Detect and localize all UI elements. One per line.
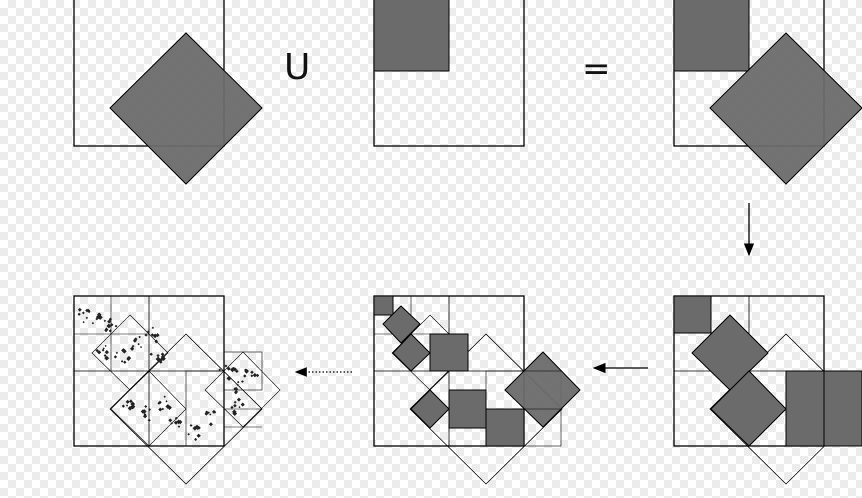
fractal-speck: [165, 404, 171, 409]
fractal-speck: [82, 320, 85, 324]
fractal-speck: [140, 409, 146, 414]
fractal-speck: [158, 407, 163, 412]
fractal-speck: [142, 414, 148, 419]
fractal-speck: [120, 360, 124, 363]
fractal-speck: [244, 368, 248, 372]
fractal-speck: [173, 420, 179, 425]
fractal-speck: [132, 338, 137, 343]
fractal-speck: [194, 437, 198, 441]
fractal-speck: [236, 383, 239, 386]
fractal-speck: [126, 355, 132, 361]
fractal-speck: [236, 380, 240, 384]
fractal-speck: [234, 390, 238, 394]
panel-diamond: [73, 0, 263, 185]
fractal-speck: [104, 328, 108, 333]
fractal-speck: [235, 369, 239, 374]
fractal-speck: [160, 352, 165, 357]
fractal-speck: [110, 323, 114, 327]
fractal-speck: [123, 360, 127, 364]
fractal-speck: [252, 372, 258, 378]
fractal-speck: [163, 395, 166, 398]
fractal-speck: [209, 413, 212, 416]
fractal-speck: [104, 349, 109, 355]
fractal-speck: [236, 397, 241, 402]
fractal-speck: [138, 335, 141, 339]
fractal-speck: [243, 374, 247, 378]
fractal-speck: [77, 307, 82, 312]
fractal-speck: [241, 380, 244, 383]
fractal-speck: [187, 432, 190, 436]
fractal-speck: [250, 370, 254, 374]
panel-fractal-limit: [73, 295, 281, 485]
fractal-speck: [104, 344, 107, 347]
fractal-speck: [103, 354, 107, 357]
fractal-speck: [250, 374, 254, 378]
fractal-speck: [144, 333, 148, 337]
fractal-speck: [240, 402, 245, 407]
fractal-speck: [196, 433, 201, 438]
fractal-speck: [129, 399, 133, 404]
fractal-speck: [77, 312, 81, 316]
fractal-speck: [102, 347, 105, 350]
fractal-speck: [156, 353, 160, 358]
panel-iteration-1: [673, 295, 862, 485]
fractal-speck: [204, 412, 209, 416]
fractal-speck: [85, 316, 89, 320]
fractal-speck: [226, 366, 231, 371]
fractal-speck: [125, 399, 130, 404]
equals-symbol: =: [582, 49, 611, 89]
fractal-speck: [130, 401, 136, 407]
fractal-speck: [218, 368, 221, 371]
fractal-speck: [233, 403, 237, 408]
fractal-speck: [137, 342, 140, 346]
fractal-speck: [226, 375, 232, 381]
panel-iteration-2: [373, 295, 581, 485]
fractal-speck: [177, 425, 181, 428]
fractal-speck: [154, 339, 159, 344]
fractal-speck: [168, 418, 173, 423]
fractal-speck: [113, 355, 118, 359]
fractal-speck: [224, 364, 228, 368]
fractal-speck: [152, 333, 158, 339]
fractal-speck: [230, 405, 234, 410]
fractal-speck: [147, 418, 151, 422]
fractal-speck: [161, 407, 165, 411]
fractal-speck: [151, 326, 155, 330]
fractal-speck: [125, 404, 129, 407]
fractal-speck: [174, 416, 178, 420]
fractal-speck: [170, 422, 173, 425]
fractal-speck: [149, 352, 153, 356]
union-symbol: U: [284, 47, 311, 88]
fractal-speck: [196, 425, 201, 430]
fractal-speck: [189, 424, 193, 427]
panel-small-square: [373, 0, 525, 147]
fractal-speck: [115, 351, 119, 355]
fractal-speck: [108, 329, 112, 333]
fractal-speck: [144, 404, 148, 409]
fractal-speck: [91, 321, 95, 325]
fractal-speck: [192, 425, 198, 431]
panel-union-result: [673, 0, 862, 185]
fractal-speck: [121, 404, 125, 408]
fractal-speck: [208, 422, 213, 427]
fractal-speck: [121, 348, 126, 353]
fractal-speck: [95, 348, 99, 353]
fractal-speck: [103, 319, 107, 323]
fractal-speck: [139, 346, 143, 349]
fractal-speck: [81, 311, 85, 315]
fractal-speck: [160, 354, 165, 360]
fractal-speck: [158, 400, 162, 405]
fractal-detail: [77, 307, 260, 441]
fractal-speck: [238, 406, 241, 409]
fractal-speck: [130, 346, 135, 351]
fractal-speck: [114, 324, 118, 328]
fractal-speck: [233, 400, 237, 404]
fractal-speck: [165, 400, 168, 403]
